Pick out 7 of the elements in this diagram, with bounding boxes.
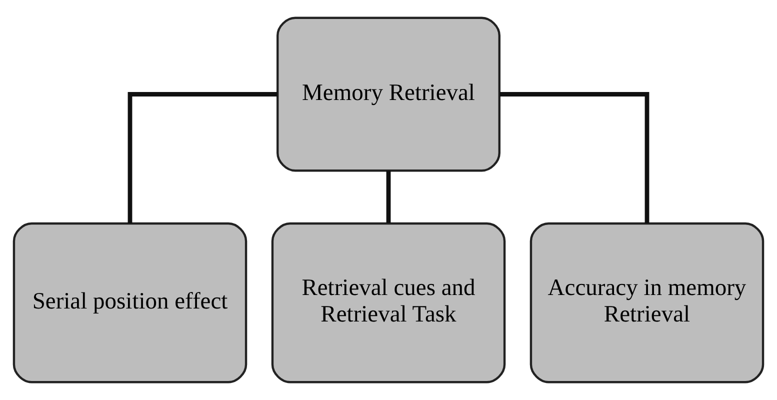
node-box: Serial position effect	[12, 222, 248, 384]
node-box: Retrieval cues and Retrieval Task	[271, 222, 506, 384]
connector	[386, 170, 391, 223]
connector	[500, 92, 650, 224]
connector	[128, 92, 278, 224]
node-box: Accuracy in memory Retrieval	[530, 222, 764, 384]
node-box: Memory Retrieval	[276, 16, 500, 172]
